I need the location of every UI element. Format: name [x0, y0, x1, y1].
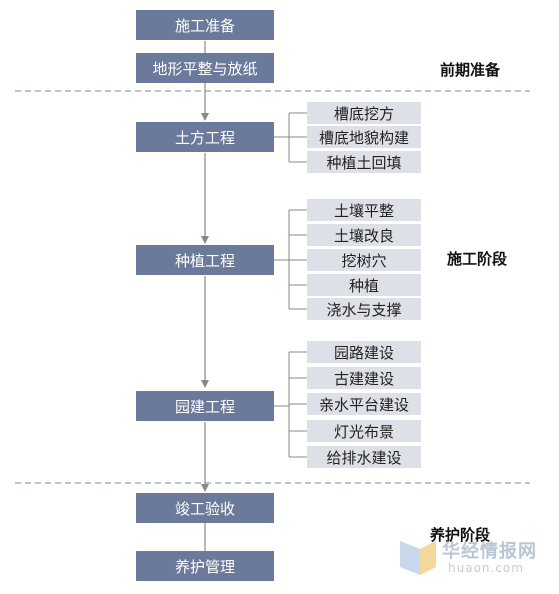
- step-completion-acceptance: 竣工验收: [136, 493, 274, 523]
- step-maintenance: 养护管理: [136, 551, 274, 581]
- phase-label-maintenance: 养护阶段: [430, 526, 491, 544]
- sub-step-landscape-5: 给排水建设: [307, 446, 421, 468]
- step-landscape-construction: 园建工程: [136, 391, 274, 421]
- sub-step-landscape-3: 亲水平台建设: [307, 393, 421, 415]
- step-construction-prep: 施工准备: [136, 10, 274, 40]
- sub-step-landscape-1: 园路建设: [307, 341, 421, 363]
- sub-step-earthwork-1: 槽底挖方: [307, 102, 421, 124]
- sub-step-planting-3: 挖树穴: [307, 249, 421, 271]
- sub-step-planting-2: 土壤改良: [307, 224, 421, 246]
- sub-step-planting-1: 土壤平整: [307, 199, 421, 221]
- sub-step-planting-5: 浇水与支撑: [307, 298, 421, 320]
- sub-step-earthwork-2: 槽底地貌构建: [307, 126, 421, 148]
- step-terrain-leveling: 地形平整与放纸: [136, 53, 274, 83]
- step-earthwork: 土方工程: [136, 122, 274, 152]
- sub-step-planting-4: 种植: [307, 274, 421, 296]
- watermark-brand-text: 华经情报网: [442, 541, 537, 562]
- step-planting: 种植工程: [136, 245, 274, 275]
- sub-step-landscape-4: 灯光布景: [307, 420, 421, 442]
- sub-step-landscape-2: 古建建设: [307, 367, 421, 389]
- brand-logo-icon: [400, 541, 436, 575]
- phase-label-construction: 施工阶段: [447, 250, 508, 268]
- sub-step-earthwork-3: 种植土回填: [307, 151, 421, 173]
- brand-watermark: 华经情报网 huaon.com: [398, 537, 548, 579]
- phase-label-prep: 前期准备: [440, 61, 501, 79]
- watermark-url-text: huaon.com: [448, 561, 524, 575]
